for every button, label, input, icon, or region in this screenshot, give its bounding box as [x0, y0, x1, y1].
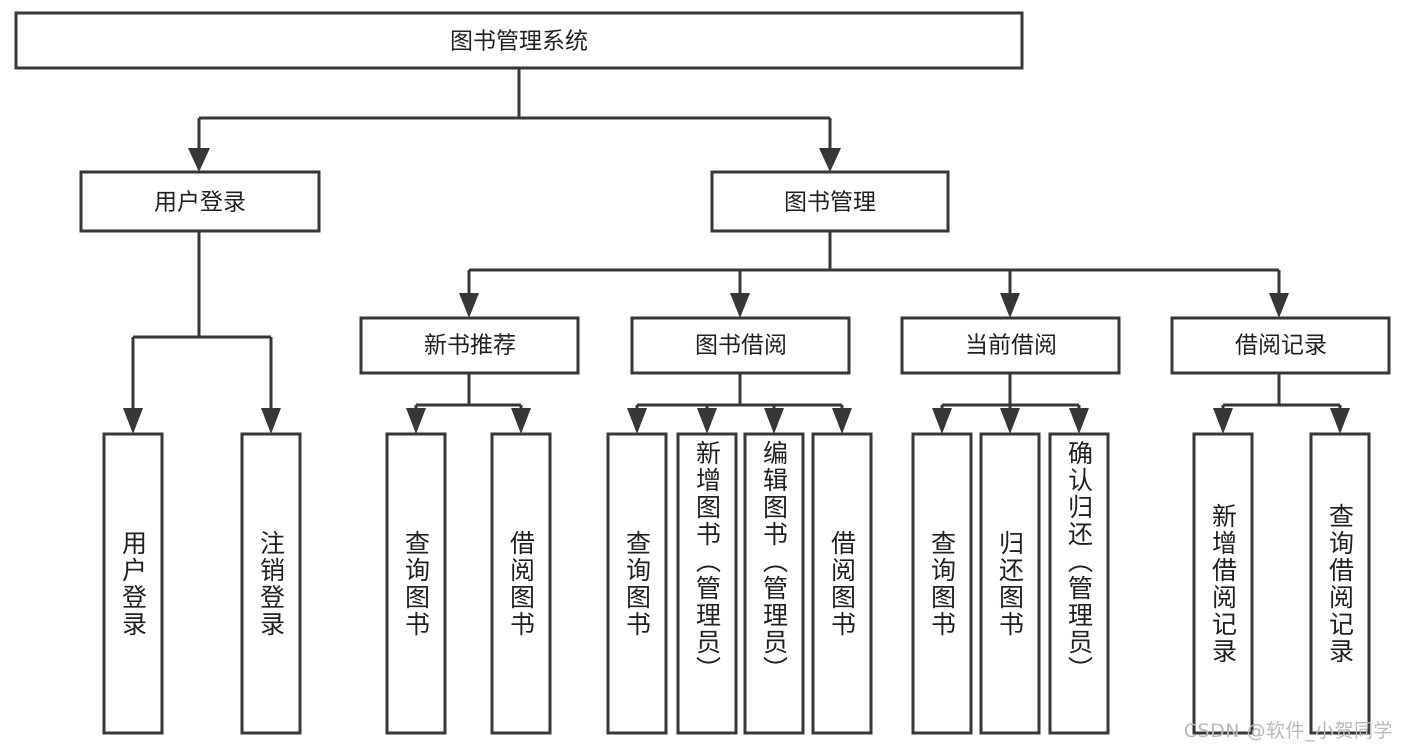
arrow-head-bookborrow-leaf-2 [697, 408, 717, 434]
node-leaf-logout-box[interactable] [240, 432, 302, 735]
node-leaf-borrow-book-1-box[interactable] [490, 432, 552, 735]
node-current-borrow-label: 当前借阅 [965, 333, 1057, 359]
node-leaf-query-book-2-box[interactable] [606, 432, 668, 735]
arrow-head-bookborrow-leaf-1 [627, 408, 647, 434]
arrow-head-userlogin-leaf-1 [123, 408, 143, 434]
node-leaf-add-record-box[interactable] [1192, 432, 1254, 735]
arrow-head-book-borrow [730, 293, 750, 318]
node-leaf-confirm-return-box[interactable] [1048, 432, 1110, 735]
arrow-head-book-manage [819, 148, 841, 172]
node-new-book-recommend-box[interactable] [359, 316, 580, 375]
node-leaf-add-book-box[interactable] [676, 432, 738, 735]
node-leaf-query-record-box[interactable] [1309, 432, 1371, 735]
connector-layer [123, 68, 1350, 434]
node-leaf-query-book-1-box[interactable] [385, 432, 447, 735]
watermark-text: CSDN @软件_小贺同学 [1183, 720, 1393, 742]
node-root-box[interactable] [14, 11, 1024, 70]
arrow-head-new-book [459, 293, 479, 318]
node-book-manage-box[interactable] [710, 170, 950, 233]
node-leaf-query-book-3-box[interactable] [911, 432, 973, 735]
node-borrow-record-box[interactable] [1170, 316, 1391, 375]
node-leaf-return-book-box[interactable] [979, 432, 1041, 735]
arrow-head-userlogin-leaf-2 [261, 408, 281, 434]
arrow-head-newbook-leaf-1 [406, 408, 426, 434]
arrow-head-borrowrecord-leaf-1 [1213, 408, 1233, 434]
node-borrow-record-label: 借阅记录 [1235, 333, 1327, 359]
node-current-borrow-box[interactable] [900, 316, 1121, 375]
node-new-book-recommend-label: 新书推荐 [424, 333, 516, 359]
node-leaf-user-login-box[interactable] [102, 432, 164, 735]
arrow-head-currentborrow-leaf-3 [1069, 408, 1089, 434]
arrow-head-current-borrow [1000, 293, 1020, 318]
arrow-head-currentborrow-leaf-2 [1000, 408, 1020, 434]
node-leaf-edit-book-box[interactable] [743, 432, 805, 735]
arrow-head-bookborrow-leaf-3 [764, 408, 784, 434]
arrow-head-bookborrow-leaf-4 [832, 408, 852, 434]
node-leaf-borrow-book-2-box[interactable] [811, 432, 873, 735]
arrow-head-newbook-leaf-2 [511, 408, 531, 434]
arrow-head-borrowrecord-leaf-2 [1330, 408, 1350, 434]
node-book-manage-label: 图书管理 [784, 190, 876, 216]
node-book-borrow-label: 图书借阅 [695, 333, 787, 359]
node-root-label: 图书管理系统 [450, 29, 588, 55]
node-book-borrow-box[interactable] [630, 316, 851, 375]
arrow-head-currentborrow-leaf-1 [932, 408, 952, 434]
arrow-head-borrow-record [1269, 293, 1289, 318]
node-layer: 图书管理系统 用户登录 图书管理 新书推荐 图书借阅 当前借阅 借阅记录 [14, 11, 1391, 735]
arrow-head-user-login [188, 148, 210, 172]
node-user-login-box[interactable] [79, 170, 321, 233]
node-user-login-label: 用户登录 [154, 190, 246, 216]
